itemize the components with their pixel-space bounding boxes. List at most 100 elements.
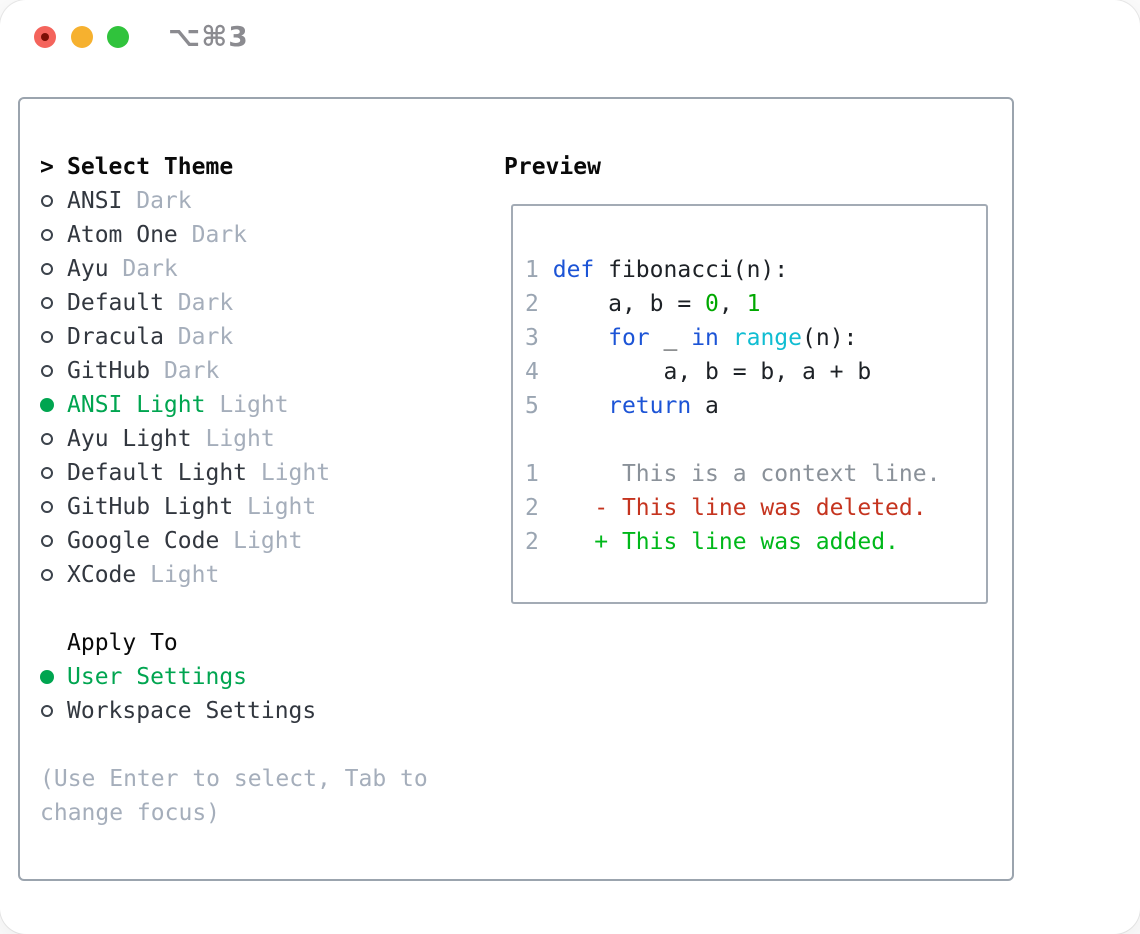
close-button-dot-icon (41, 33, 49, 41)
theme-variant-tag: Light (205, 392, 289, 418)
code-token-diffContext: This is a context line. (538, 461, 941, 487)
theme-item-github-light[interactable]: GitHub Light Light (40, 490, 428, 524)
theme-variant-tag: Light (247, 460, 331, 486)
hint-line-1: (Use Enter to select, Tab to (40, 762, 428, 796)
apply-to-header-row: Apply To (40, 626, 428, 660)
code-line: 2 + This line was added. (525, 525, 940, 559)
radio-unselected-icon (41, 263, 53, 275)
keyboard-shortcut-label: ⌥⌘3 (168, 20, 249, 53)
theme-item-label: Default (67, 290, 164, 316)
theme-item-label: XCode (67, 562, 137, 588)
code-line: 3 for _ in range(n): (525, 321, 940, 355)
apply-option-user-settings[interactable]: User Settings (40, 660, 428, 694)
code-token-keyword: for (608, 325, 650, 351)
code-token-plain: , (718, 291, 747, 317)
code-line: 1 This is a context line. (525, 457, 940, 491)
spacer-row (40, 728, 428, 762)
code-line: 2 a, b = 0, 1 (525, 287, 940, 321)
preview-title: Preview (504, 154, 601, 180)
theme-item-label: GitHub (67, 358, 151, 384)
code-token-plain: (n): (802, 325, 858, 351)
radio-unselected-icon (41, 705, 53, 717)
apply-option-workspace-settings[interactable]: Workspace Settings (40, 694, 428, 728)
line-number: 1 (525, 461, 539, 487)
theme-list-title: Select Theme (67, 154, 234, 180)
theme-variant-tag: Dark (108, 256, 178, 282)
apply-option-label: User Settings (67, 664, 248, 690)
code-token-plain (539, 393, 608, 419)
radio-unselected-icon (41, 467, 53, 479)
code-line: 4 a, b = b, a + b (525, 355, 940, 389)
theme-item-ansi[interactable]: ANSI Dark (40, 184, 428, 218)
code-line (525, 423, 940, 457)
theme-item-atom-one[interactable]: Atom One Dark (40, 218, 428, 252)
close-button[interactable] (34, 26, 56, 48)
minimize-button[interactable] (71, 26, 93, 48)
line-number: 1 (525, 257, 539, 283)
code-token-plain (719, 325, 733, 351)
theme-item-label: ANSI (67, 188, 123, 214)
radio-unselected-icon (41, 195, 53, 207)
apply-option-label: Workspace Settings (67, 698, 317, 724)
theme-item-ansi-light[interactable]: ANSI Light Light (40, 388, 428, 422)
line-number: 4 (525, 359, 539, 385)
radio-selected-icon (40, 670, 54, 684)
theme-variant-tag: Dark (163, 324, 234, 350)
line-number: 2 (525, 291, 539, 317)
theme-variant-tag: Light (191, 426, 275, 452)
theme-item-ayu[interactable]: Ayu Dark (40, 252, 428, 286)
radio-unselected-icon (41, 229, 53, 241)
spacer-row (40, 592, 428, 626)
code-token-plain (539, 325, 608, 351)
radio-unselected-icon (41, 501, 53, 513)
theme-item-ayu-light[interactable]: Ayu Light Light (40, 422, 428, 456)
theme-item-default[interactable]: Default Dark (40, 286, 428, 320)
code-token-plain: fibonacci(n): (594, 257, 789, 283)
radio-unselected-icon (41, 569, 53, 581)
hint-text: (Use Enter to select, Tab to (40, 766, 428, 792)
code-token-diffDeleted: - This line was deleted. (538, 495, 927, 521)
zoom-button[interactable] (107, 26, 129, 48)
theme-item-dracula[interactable]: Dracula Dark (40, 320, 428, 354)
code-line: 5 return a (525, 389, 940, 423)
theme-item-google-code[interactable]: Google Code Light (40, 524, 428, 558)
theme-item-default-light[interactable]: Default Light Light (40, 456, 428, 490)
code-token-keyword: def (552, 257, 595, 283)
theme-item-label: Default Light (67, 460, 248, 486)
code-token-keyword: in (691, 325, 719, 351)
theme-item-label: ANSI Light (67, 392, 206, 418)
theme-item-github[interactable]: GitHub Dark (40, 354, 428, 388)
code-token-number: 1 (746, 291, 761, 317)
hint-line-2: change focus) (40, 796, 428, 830)
theme-item-label: Ayu Light (67, 426, 192, 452)
line-number: 2 (525, 495, 539, 521)
hint-text: change focus) (40, 800, 221, 826)
theme-variant-tag: Dark (150, 358, 220, 384)
theme-item-xcode[interactable]: XCode Light (40, 558, 428, 592)
radio-unselected-icon (41, 535, 53, 547)
apply-to-title: Apply To (67, 630, 178, 656)
line-number: 2 (525, 529, 539, 555)
theme-variant-tag: Dark (163, 290, 234, 316)
radio-unselected-icon (41, 331, 53, 343)
radio-unselected-icon (41, 433, 53, 445)
theme-variant-tag: Light (219, 528, 303, 554)
code-token-plain: a (691, 393, 719, 419)
theme-variant-tag: Dark (177, 222, 248, 248)
prompt-icon: > (40, 154, 54, 180)
code-token-keyword: return (608, 393, 692, 419)
theme-item-label: Google Code (67, 528, 220, 554)
code-token-plain (539, 257, 553, 283)
code-token-plain: _ (649, 325, 692, 351)
radio-unselected-icon (41, 297, 53, 309)
code-token-builtin: range (732, 325, 803, 351)
radio-selected-icon (40, 398, 54, 412)
line-number: 3 (525, 325, 539, 351)
code-token-plain: a, b = (538, 291, 706, 317)
code-token-diffAdded: + This line was added. (538, 529, 899, 555)
code-line: 2 - This line was deleted. (525, 491, 940, 525)
